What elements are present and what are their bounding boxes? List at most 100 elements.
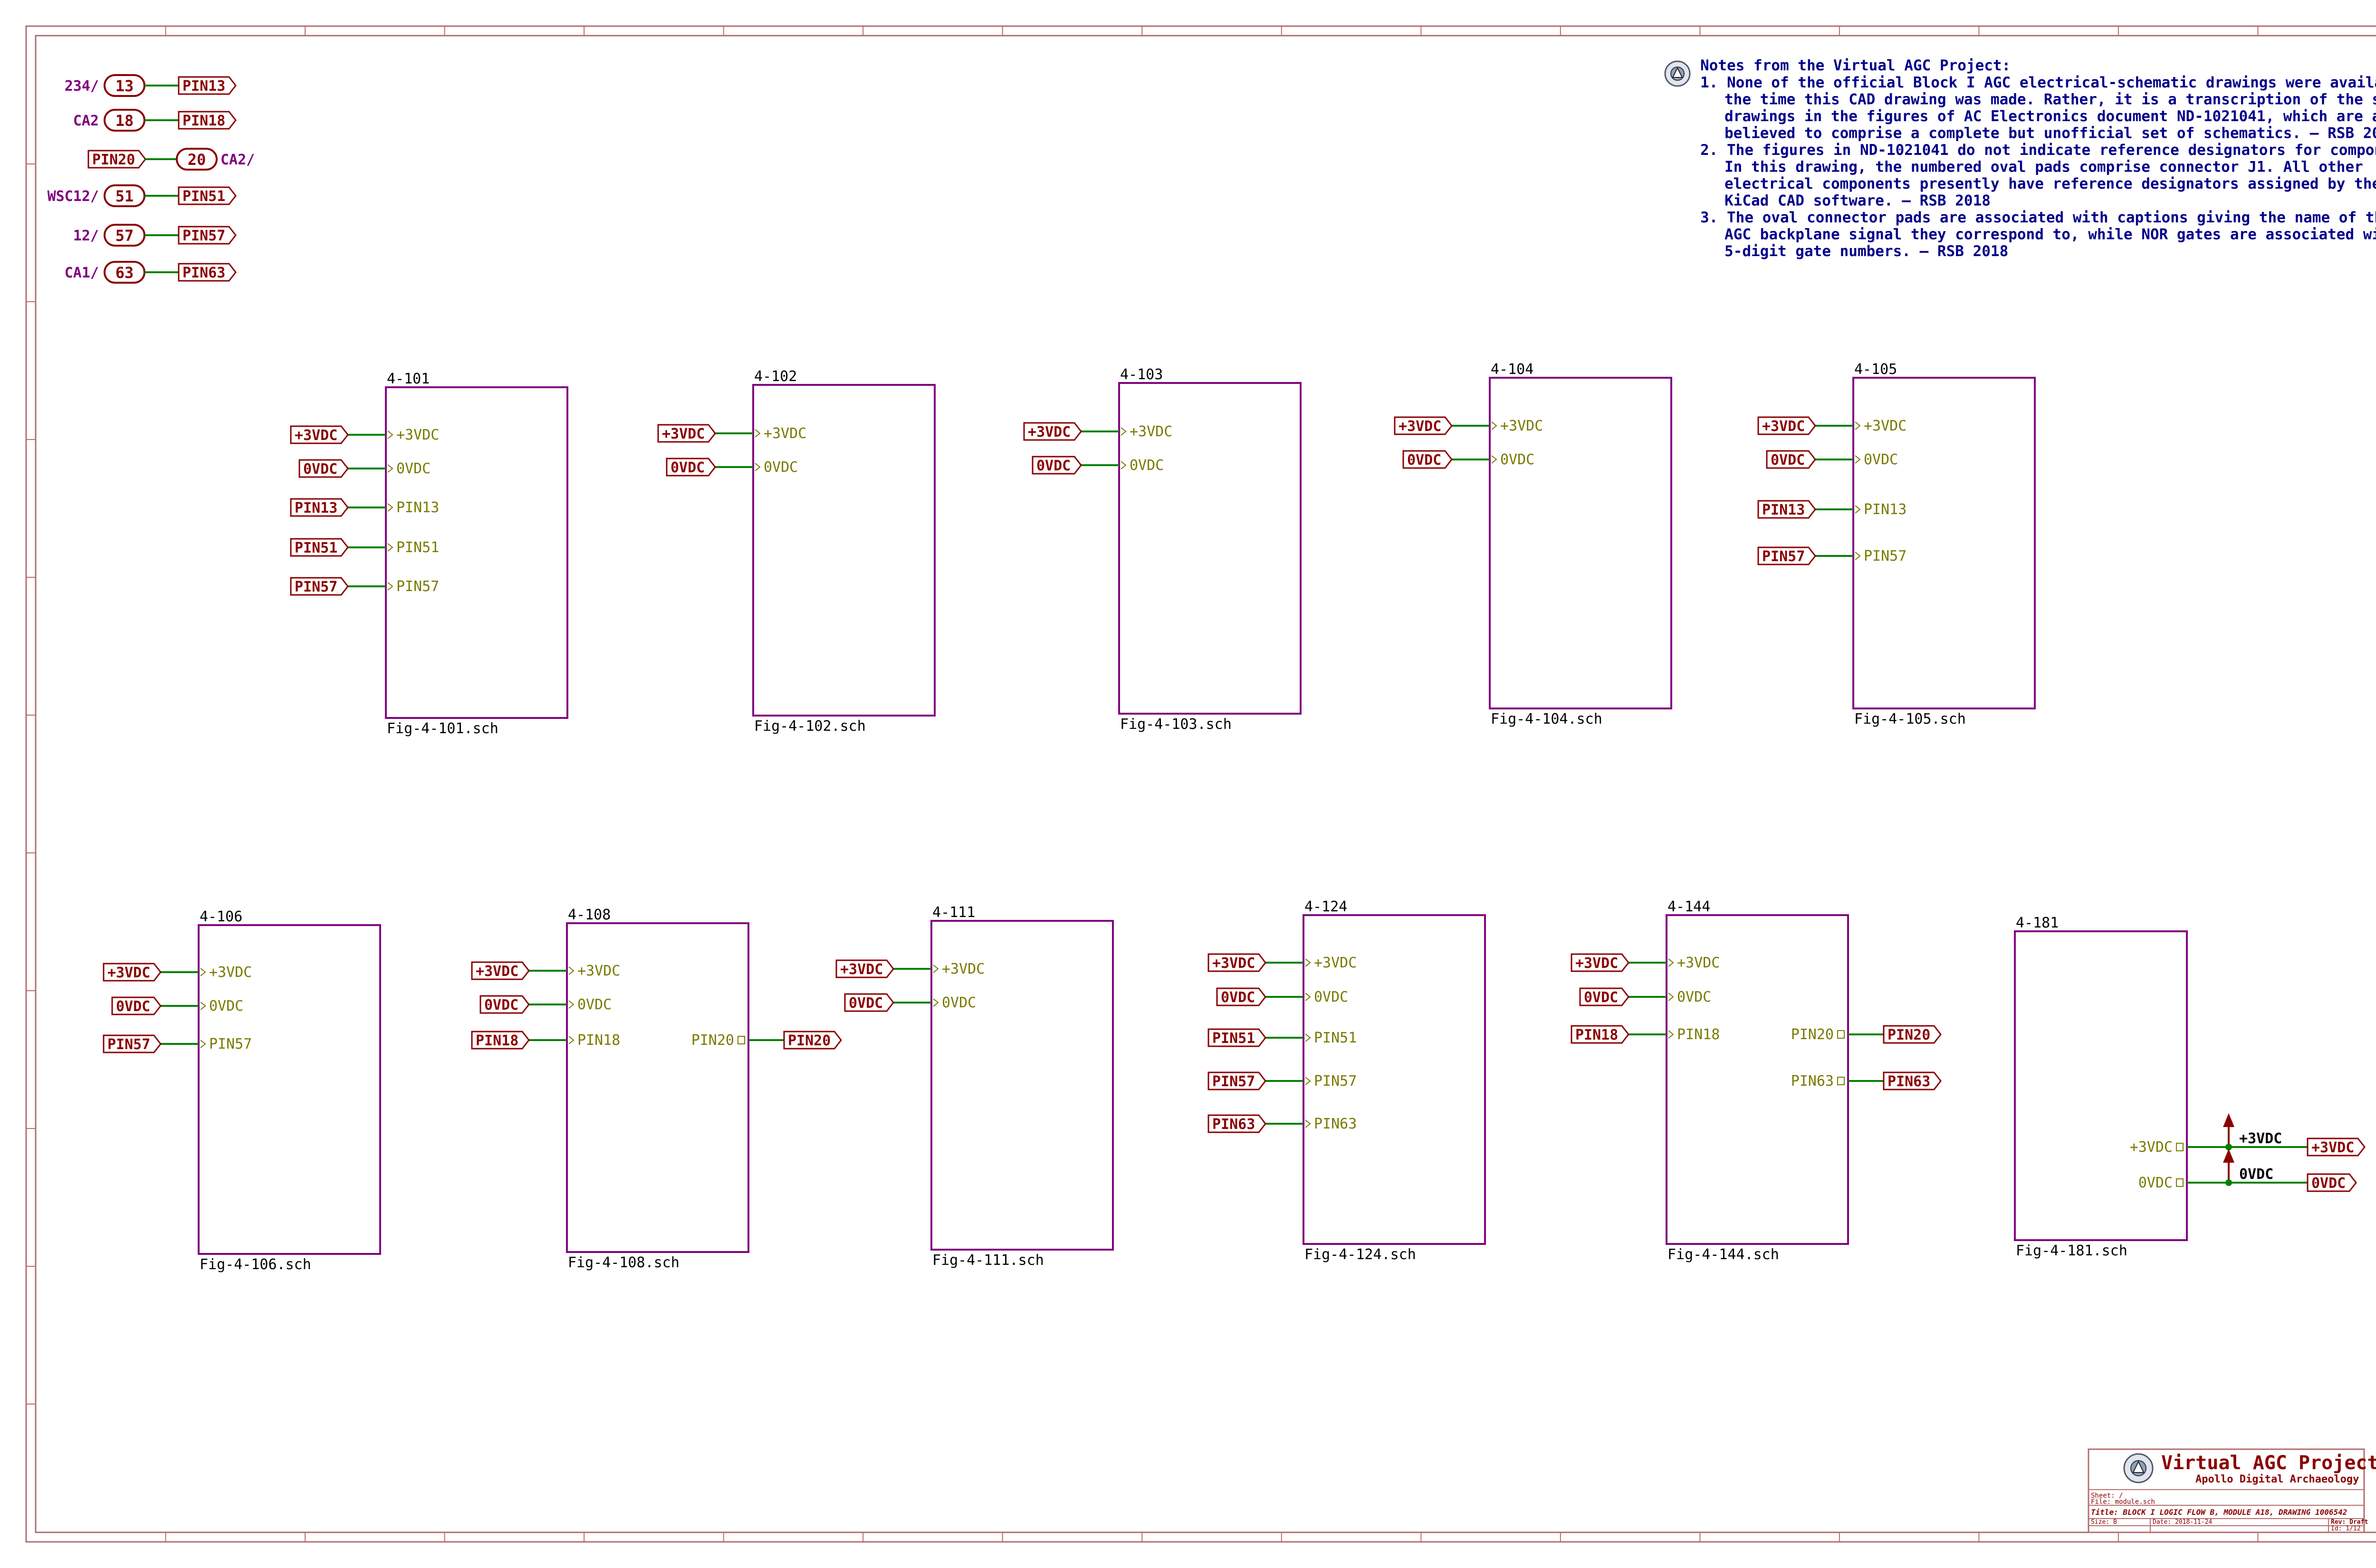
sheet-4-124[interactable]: 4-124Fig-4-124.sch+3VDC+3VDC0VDC0VDCPIN5… xyxy=(1207,899,1486,1263)
connector-caption: CA2 xyxy=(73,113,99,129)
sheet-out-pin-plus3vdc: +3VDC xyxy=(2130,1139,2184,1156)
connector-caption: CA2/ xyxy=(220,152,255,168)
net-label-text: 0VDC xyxy=(1036,458,1071,474)
sheet-4-101[interactable]: 4-101Fig-4-101.sch+3VDC+3VDC0VDC0VDCPIN1… xyxy=(290,371,568,737)
net-label-text: +3VDC xyxy=(476,963,518,980)
sheet-name: 4-181 xyxy=(2016,915,2059,931)
connector-number: 63 xyxy=(115,264,134,282)
connector-57: 12/57 PIN57 xyxy=(73,224,237,247)
title-block-logo-icon xyxy=(2123,1453,2154,1483)
sheet-4-106[interactable]: 4-106Fig-4-106.sch+3VDC+3VDC0VDC0VDCPIN5… xyxy=(103,908,381,1273)
connector-label-text: PIN20 xyxy=(92,152,135,168)
net-label: 0VDC xyxy=(1579,987,1629,1006)
sheet-4-144[interactable]: 4-144Fig-4-144.sch+3VDC+3VDC0VDC0VDCPIN1… xyxy=(1571,899,1942,1263)
sheet-pin-label: 0VDC xyxy=(396,460,431,477)
net-label-text: 0VDC xyxy=(116,998,150,1015)
drawing-date: Date: 2018-11-24 xyxy=(2153,1519,2212,1526)
sheet-pin-label: PIN18 xyxy=(1677,1026,1720,1043)
net-label-text: 0VDC xyxy=(2311,1175,2346,1192)
sheet-pin-plus3vdc: +3VDC+3VDC xyxy=(1023,422,1172,441)
net-label-text: +3VDC xyxy=(840,961,883,978)
sheet-pin-plus3vdc: +3VDC+3VDC xyxy=(657,424,806,443)
net-label: +3VDC xyxy=(103,963,162,982)
net-label-text: +3VDC xyxy=(1575,955,1618,972)
sheet-pin-label: 0VDC xyxy=(1500,451,1534,468)
connector-caption: 12/ xyxy=(73,228,99,244)
net-label-text: PIN57 xyxy=(107,1036,150,1053)
connector-number: 57 xyxy=(115,227,134,245)
connector-label: PIN57 xyxy=(178,226,237,245)
sheet-border[interactable] xyxy=(930,920,1114,1251)
sheet-border[interactable] xyxy=(1489,377,1672,709)
connector-label: PIN13 xyxy=(178,76,237,95)
sheet-border[interactable] xyxy=(566,922,749,1253)
sheet-pin-pin57: PIN57 PIN57 xyxy=(1757,546,1907,565)
sheet-border[interactable] xyxy=(752,384,936,717)
sheet-pin-label: PIN63 xyxy=(1791,1073,1834,1090)
sheet-name: 4-103 xyxy=(1120,366,1163,383)
net-label-text: +3VDC xyxy=(1762,418,1805,435)
net-label-text: 0VDC xyxy=(484,997,518,1013)
connector-caption: 234/ xyxy=(65,78,99,95)
sheet-file: Fig-4-144.sch xyxy=(1667,1246,1779,1263)
sheet-pin-label: PIN20 xyxy=(691,1032,734,1049)
sheet-border[interactable] xyxy=(1303,914,1486,1245)
title-block: Virtual AGC Project Apollo Digital Archa… xyxy=(2088,1448,2376,1533)
note-line: AGC backplane signal they correspond to,… xyxy=(1725,226,2376,243)
note-line: electrical components presently have ref… xyxy=(1725,175,2376,192)
note-line: believed to comprise a complete but unof… xyxy=(1725,125,2376,142)
sheet-pin-label: PIN13 xyxy=(396,499,439,516)
net-label: 0VDC xyxy=(1032,456,1082,475)
drawing-frame xyxy=(25,25,2376,1543)
sheet-pin-label: PIN63 xyxy=(1314,1116,1357,1132)
connector-caption: WSC12/ xyxy=(48,188,99,205)
sheet-4-108[interactable]: 4-108Fig-4-108.sch+3VDC+3VDC0VDC0VDCPIN1… xyxy=(471,907,842,1271)
hierarchical-sheets: 4-101Fig-4-101.sch+3VDC+3VDC0VDC0VDCPIN1… xyxy=(103,361,2188,1273)
net-label-text: PIN57 xyxy=(1762,548,1805,565)
sheet-pin-label: PIN51 xyxy=(1314,1030,1357,1046)
net-label: +3VDC xyxy=(1571,953,1629,972)
sheet-pin-label: PIN57 xyxy=(1864,548,1907,564)
sheet-pin-label: PIN51 xyxy=(396,539,439,556)
sheet-4-105[interactable]: 4-105Fig-4-105.sch+3VDC+3VDC0VDC0VDCPIN1… xyxy=(1757,361,2036,727)
net-label: PIN51 xyxy=(1207,1028,1266,1047)
sheet-name: 4-101 xyxy=(387,371,430,387)
connector-label: PIN63 xyxy=(178,263,237,282)
sheet-pin-label: 0VDC xyxy=(1314,989,1348,1005)
sheet-file: Fig-4-106.sch xyxy=(200,1256,311,1273)
sheet-file: Fig-4-124.sch xyxy=(1304,1246,1416,1263)
sheet-border[interactable] xyxy=(198,924,381,1255)
net-label: +3VDC xyxy=(1757,416,1816,435)
sheet-border[interactable] xyxy=(385,386,568,719)
sheet-pin-label: +3VDC xyxy=(577,963,620,979)
sheet-border[interactable] xyxy=(1118,382,1302,715)
net-label: PIN18 xyxy=(1571,1025,1629,1044)
sheet-border[interactable] xyxy=(1852,377,2036,709)
sheet-border[interactable] xyxy=(2014,930,2188,1241)
sheet-border[interactable] xyxy=(1666,914,1849,1245)
connector-number: 18 xyxy=(115,112,134,130)
connector-label: PIN20 xyxy=(87,150,146,169)
net-label: PIN57 xyxy=(103,1034,162,1053)
net-label: PIN13 xyxy=(290,498,349,517)
